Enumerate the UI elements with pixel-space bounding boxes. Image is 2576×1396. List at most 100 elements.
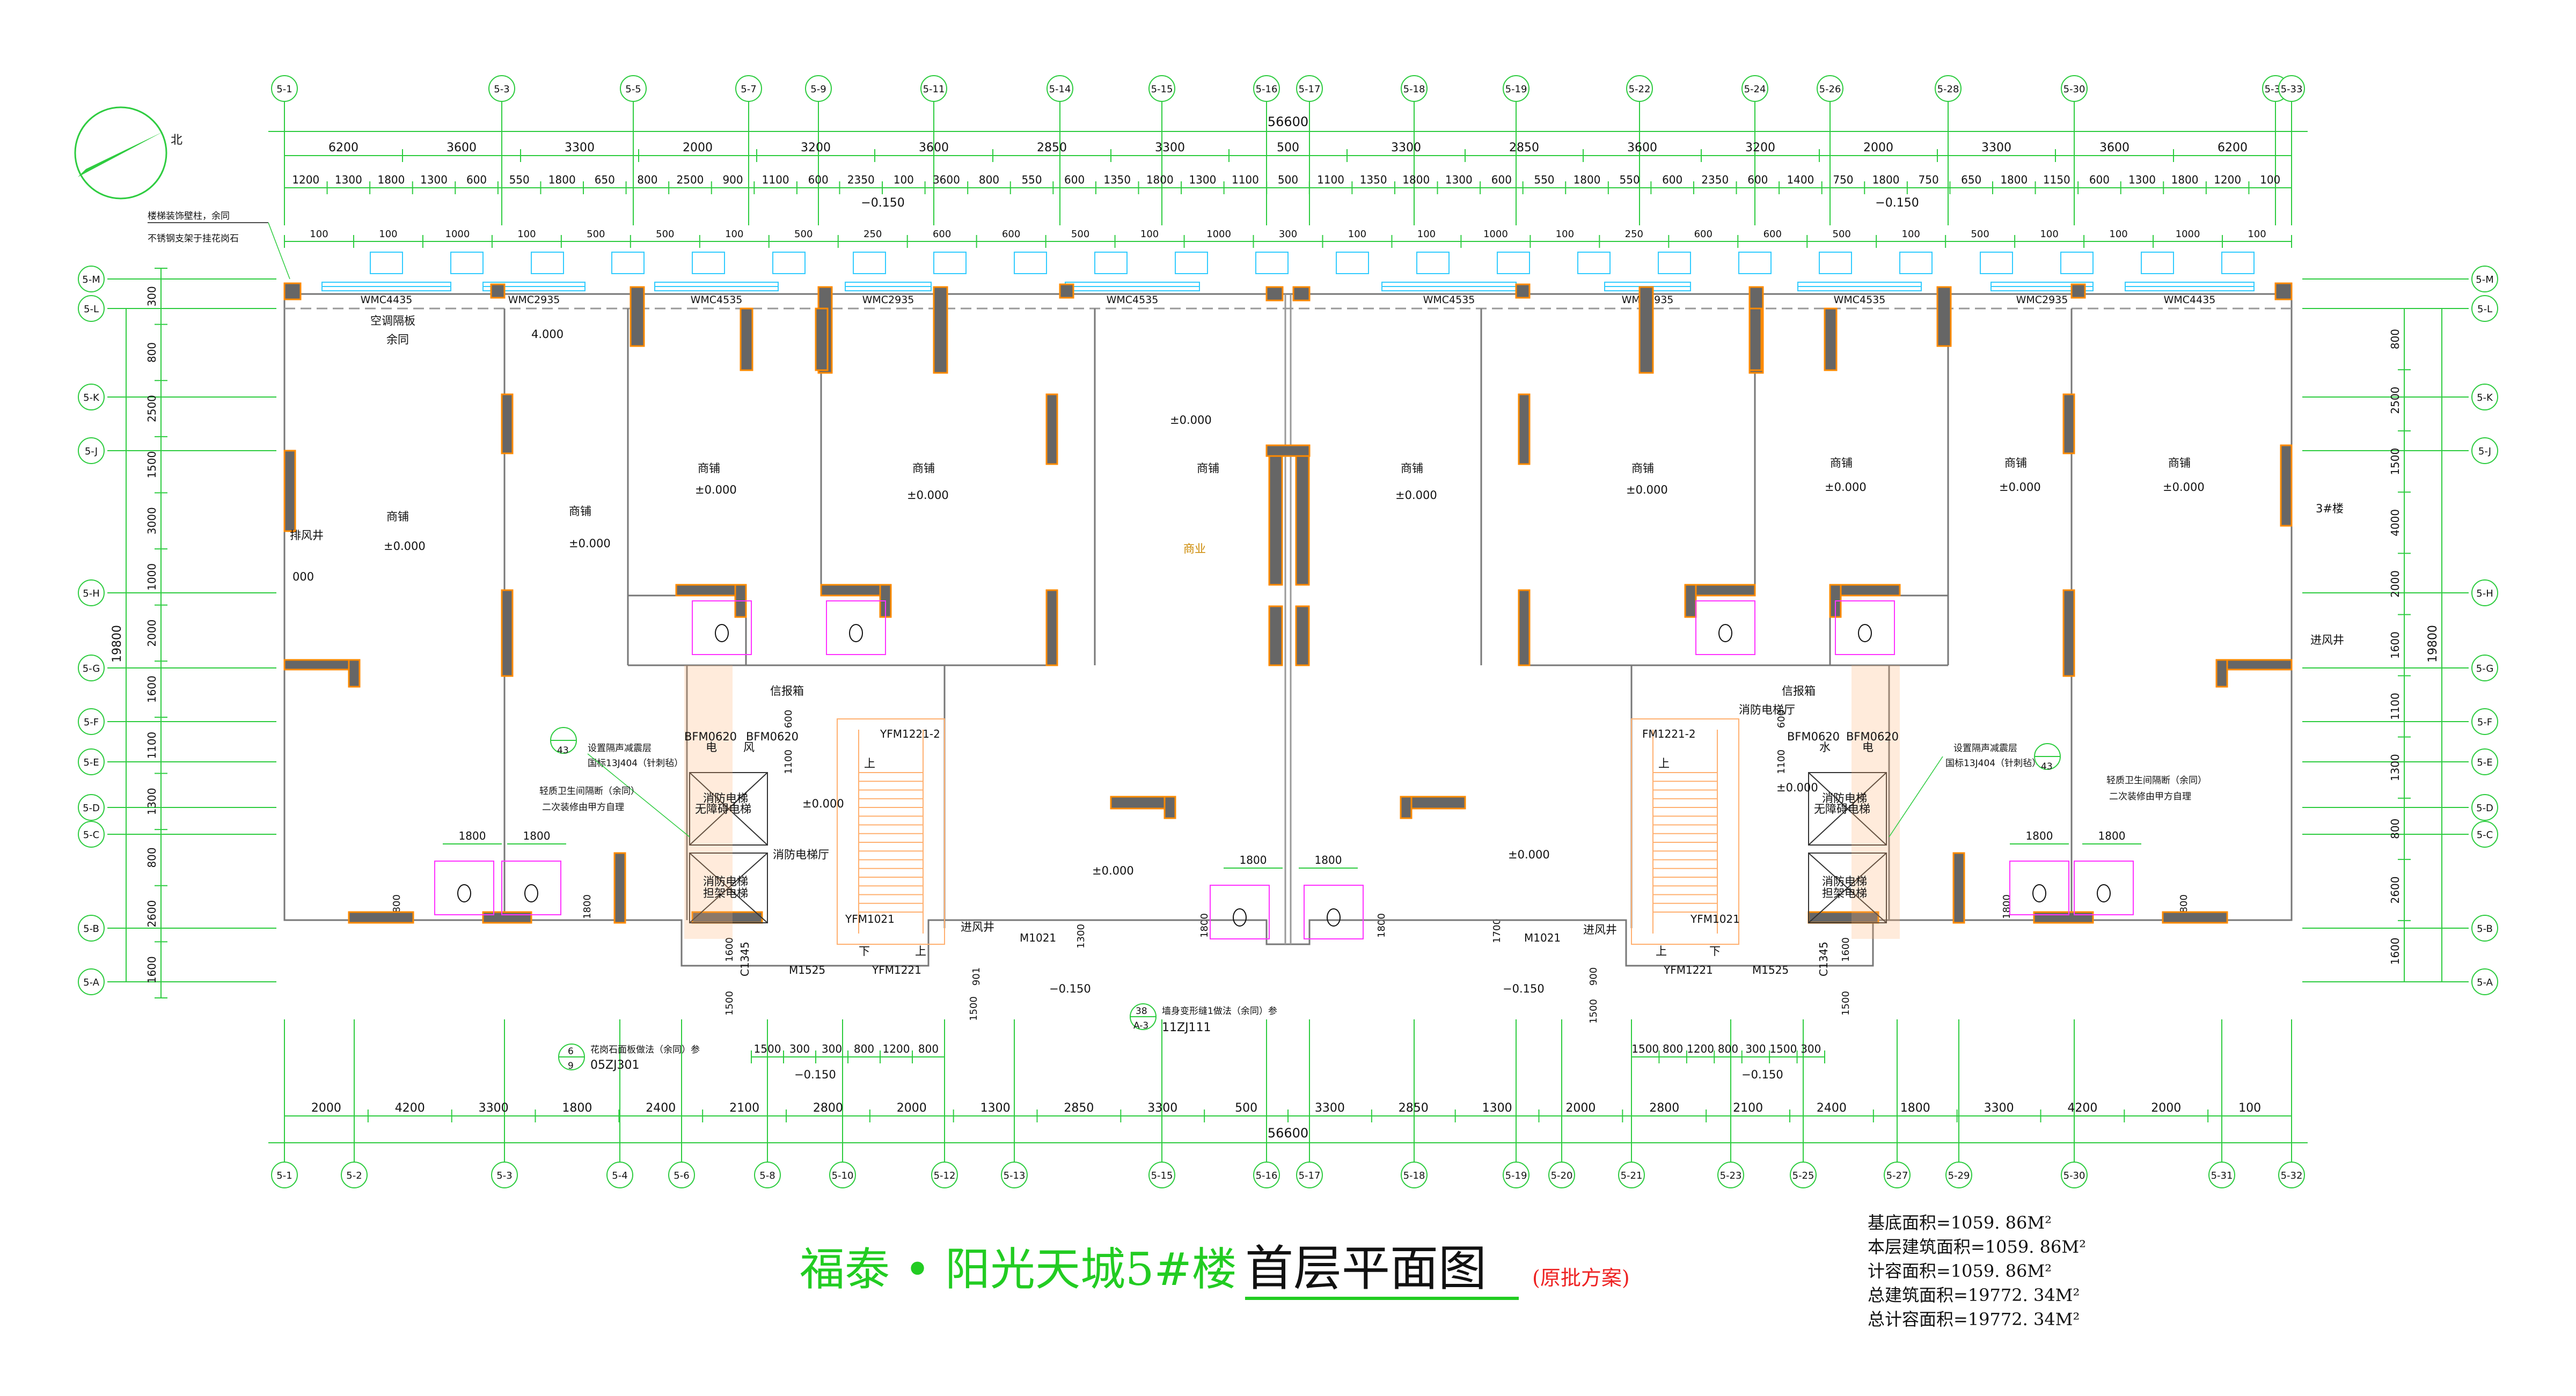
note-acoustic-left: 设置隔声减震层 [588,743,652,754]
dim-vertical-note-4: 1300 [1075,924,1087,949]
dim-bottom-major-label: 3300 [1147,1101,1177,1115]
dim-top-minor-label: 1300 [1189,173,1216,186]
axis-label-bottom-5-8: 5-8 [759,1170,775,1181]
shop-level-8: ±0.000 [1825,481,1867,494]
axis-bubble-right-5-G [2471,655,2498,681]
note-43-right-code: 43 [2041,761,2053,772]
wall-segment-9 [1936,286,1952,347]
title-project: 福泰 • 阳光天城5#楼 [800,1243,1237,1296]
axis-label-bottom-5-29: 5-29 [1948,1170,1970,1181]
shop-level-6: ±0.000 [1395,489,1437,502]
wall-segment-21 [2062,393,2075,454]
axis-bubble-right-5-K [2471,384,2498,410]
dim-top-minor-label: 2350 [1701,173,1729,186]
axis-bubble-bottom-5-21 [1618,1162,1645,1188]
dim-top-minor-label: 550 [1620,173,1640,186]
axis-bubble-top-5-18 [1401,75,1428,102]
axis-label-top-5-22: 5-22 [1629,84,1651,95]
exhaust-code: 000 [292,570,314,583]
dim-top-major-label: 6200 [328,141,358,155]
dim-left-total-label: 19800 [111,625,124,663]
axis-bubble-bottom-5-15 [1148,1162,1175,1188]
dim-right-label: 4000 [2389,509,2402,537]
lobby-level-left: ±0.000 [802,797,844,810]
stair-down-right: 下 [1709,945,1721,958]
wall-segment-34 [348,659,361,688]
wall-segment-50 [1952,852,1965,924]
dim-top-minor-label: 1800 [2171,173,2199,186]
shopfront-panel-18 [1819,252,1852,274]
dim-top-minor-label: 1400 [1787,173,1814,186]
wall-segment-16 [1824,307,1838,371]
axis-label-top-5-3: 5-3 [494,84,509,95]
wall-segment-28 [1265,444,1311,457]
shop-label-6: 商铺 [1401,462,1423,475]
wall-segment-30 [2062,589,2075,677]
dim-vertical-note-5: 901 [971,967,982,986]
dim-top-minor-label: 1800 [548,173,576,186]
dim-top-minor-label: 100 [2260,173,2280,186]
shop-level-7: ±0.000 [1626,483,1668,496]
axis-label-left-5-M: 5-M [82,274,100,285]
axis-bubble-top-5-5 [620,75,647,102]
dim-top-minor-label: 1100 [1232,173,1259,186]
axis-label-left-5-H: 5-H [83,588,99,599]
axis-bubble-bottom-5-13 [1001,1162,1028,1188]
axis-bubble-top-5-33 [2278,75,2305,102]
axis-lines [107,102,2469,1162]
axis-bubble-bottom-5-1 [271,1162,298,1188]
axis-bubble-top-5-24 [1741,75,1768,102]
dim-top-minor-label: 1200 [2214,173,2241,186]
axis-bubble-left-5-M [78,266,105,292]
shaft-water-right: 水 [1819,741,1831,754]
axis-label-top-5-7: 5-7 [741,84,756,95]
dim-top-small-label: 100 [310,229,328,240]
dim-bottom-total-label: 56600 [1268,1126,1308,1141]
shopfront-panel-20 [1980,252,2013,274]
elev-fire-right-2: 消防电梯 [1822,875,1867,888]
window-c1345-left: C1345 [738,942,751,976]
note-43-left-code: 43 [557,745,569,756]
axis-bubble-right-5-C [2471,821,2498,848]
dim-top-small-label: 600 [1694,229,1713,240]
axis-bubble-left-5-K [78,384,105,410]
dim-top-small-label: 100 [1556,229,1574,240]
dim-fixture-5: 1800 [2098,829,2126,842]
dim-fixture-3: 1800 [1315,854,1342,866]
axis-bubble-top-5-28 [1935,75,1962,102]
dim-bottom-major-label: 2850 [1399,1101,1429,1115]
dim-bottom-major-label: 1800 [1900,1101,1930,1115]
exhaust-label: 排风井 [290,529,324,542]
axis-bubble-left-5-B [78,915,105,942]
axis-bubble-right-5-D [2471,794,2498,821]
wall-segment-11 [2070,283,2086,299]
dim-top-major-label: 3600 [919,141,949,155]
stair-up-left-2: 上 [915,945,926,958]
shaft-wind-left: 风 [743,741,755,754]
dim-top-small-label: 100 [2248,229,2266,240]
toilet-cubicle-4 [2009,861,2069,915]
dim-top-major-label: 3300 [1981,141,2011,155]
toilet-cubicle-5 [2074,861,2134,915]
axis-label-left-5-L: 5-L [84,304,99,315]
axis-bubble-top-5-3 [488,75,515,102]
dim-top-small-label: 600 [1763,229,1782,240]
commercial-label: 商业 [1183,542,1206,555]
axis-bubble-top-5-7 [735,75,762,102]
bldg3-label: 3#楼 [2316,502,2344,515]
dim-top-minor-label: 1100 [762,173,789,186]
dim-right-label: 1600 [2389,938,2402,965]
dim-top-minor-label: 2500 [677,173,704,186]
axis-bubble-top-5-19 [1503,75,1529,102]
pipe-well-right: 信报箱 [1782,685,1816,697]
note-granite: 花岗石面板做法（余同）参 [590,1045,700,1055]
dim-left-label: 800 [145,847,158,868]
dim-vertical-note-1: 1500 [724,991,735,1016]
shopfront-panel-4 [692,252,725,274]
dim-vertical-note-6: 1500 [968,996,979,1021]
shop-level-2: ±0.000 [569,537,611,550]
dim-bottom-major-label: 2400 [646,1101,676,1115]
dim-bottom-major-label: 2100 [1733,1101,1763,1115]
dim-entry-right-label: 300 [1801,1042,1821,1055]
